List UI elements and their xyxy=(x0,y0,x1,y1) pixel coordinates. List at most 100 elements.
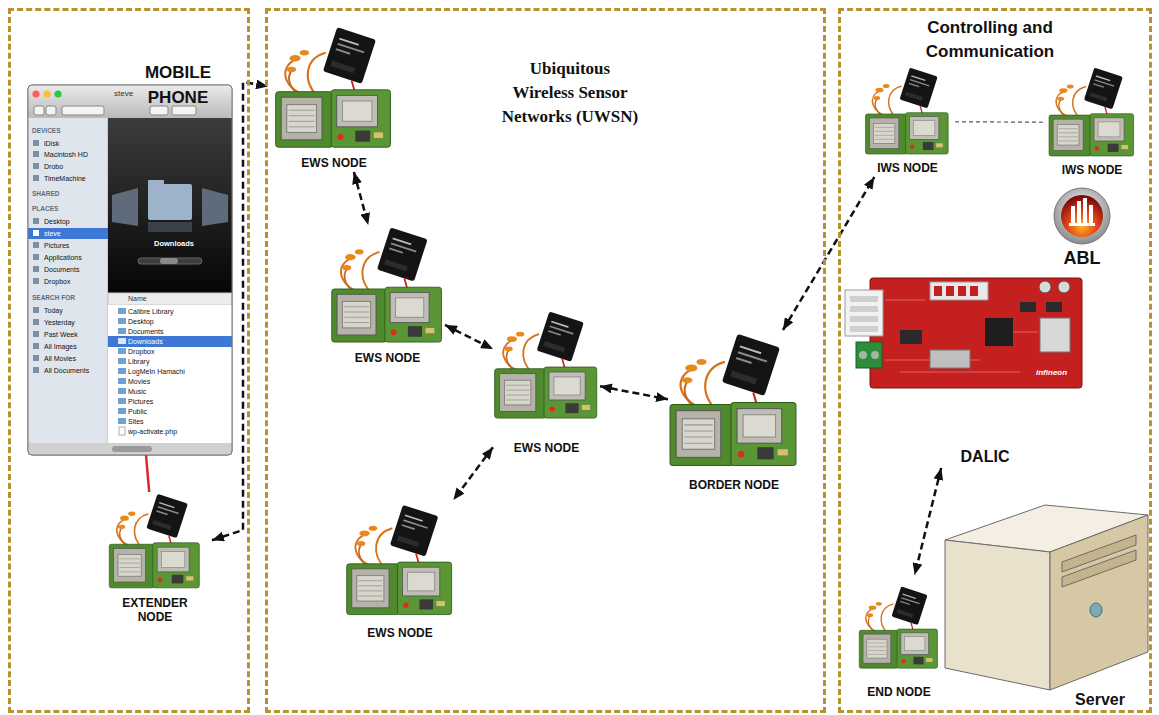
software-icon: ABL xyxy=(1050,186,1114,270)
wireless-link-arrow xyxy=(783,177,874,330)
dalic-board-image xyxy=(850,316,878,322)
abl-icon xyxy=(1071,206,1075,224)
node-label: IWS NODE xyxy=(1043,163,1141,177)
sensor-board-image xyxy=(276,27,391,147)
phone-screenshot xyxy=(43,90,50,97)
screen-text: All Movies xyxy=(44,354,76,363)
screen-text: Sites xyxy=(128,417,144,426)
wireless-link-arrow xyxy=(445,325,493,349)
phone-screenshot xyxy=(28,85,232,455)
dalic-board-image xyxy=(871,351,879,359)
dalic-board-image xyxy=(930,350,970,368)
dalic-board-image xyxy=(1040,318,1070,352)
phone-screenshot xyxy=(32,90,39,97)
dalic-board-image xyxy=(850,326,878,332)
screen-text: Dropbox xyxy=(128,347,154,356)
dalic-board-image xyxy=(845,278,1082,388)
region-title: MOBILE PHONE xyxy=(123,60,233,110)
node-label: EWS NODE xyxy=(330,351,445,365)
phone-screenshot xyxy=(34,106,44,115)
sensor-node: IWS NODE xyxy=(1043,66,1141,179)
screen-text: Music xyxy=(128,387,146,396)
phone-screenshot xyxy=(33,140,39,373)
wireless-link-arrow xyxy=(915,468,942,575)
node-label: EWS NODE xyxy=(493,441,600,455)
screen-text: SHARED xyxy=(32,189,59,198)
region-panel: EWS NODE EWS NODE EWS NODE BORDER NODE EWS N… xyxy=(265,8,826,713)
screen-text: Public xyxy=(128,407,147,416)
screen-text: steve xyxy=(114,89,133,98)
dalic-board-image xyxy=(946,286,954,296)
sensor-board-image xyxy=(670,334,796,466)
dalic-board-image xyxy=(856,342,882,368)
end-node: END NODE xyxy=(858,575,940,701)
screen-text: Desktop xyxy=(44,217,70,226)
phone-screenshot xyxy=(28,85,232,455)
phone-screenshot xyxy=(138,258,202,264)
abl-icon xyxy=(1054,188,1110,244)
screen-text: Documents xyxy=(128,327,163,336)
border-node: BORDER NODE xyxy=(668,330,800,494)
dalic-board-image xyxy=(859,351,867,359)
screen-text: Applications xyxy=(44,253,82,262)
screen-text: wp-activate.php xyxy=(128,427,177,436)
screen-text: SEARCH FOR xyxy=(32,293,75,302)
sensor-node: EWS NODE xyxy=(345,500,455,642)
phone-screenshot xyxy=(112,188,138,226)
screen-text: steve xyxy=(44,229,61,238)
sensor-board-image xyxy=(1049,68,1134,156)
screen-text: Name xyxy=(128,294,147,303)
phone-screenshot xyxy=(118,308,126,424)
wireless-link-arrow xyxy=(354,172,368,225)
abl-icon xyxy=(1083,198,1087,224)
sensor-board-image xyxy=(347,505,452,615)
screen-text: LogMeIn Hamachi xyxy=(128,367,185,376)
phone-screenshot xyxy=(202,188,228,226)
node-label: END NODE xyxy=(858,685,940,699)
abl-icon xyxy=(1061,195,1103,237)
dalic-board-image xyxy=(1039,281,1051,293)
phone-screenshot xyxy=(108,305,232,443)
dalic-board-image xyxy=(850,306,878,312)
link-line xyxy=(955,121,1043,123)
screen-text: Today xyxy=(44,306,63,315)
sensor-node: EWS NODE xyxy=(493,295,600,457)
phone-screenshot xyxy=(108,293,232,305)
sensor-node: EWS NODE xyxy=(268,25,400,172)
sensor-board-image xyxy=(866,68,949,154)
node-label: Server xyxy=(1060,690,1140,709)
abl-icon xyxy=(1089,205,1093,224)
server-image xyxy=(1090,603,1102,617)
screen-text: Desktop xyxy=(128,317,154,326)
dalic-board-image xyxy=(870,278,1082,388)
sensor-node: EWS NODE xyxy=(330,225,445,367)
connector-group xyxy=(146,82,1043,575)
sensor-board-image xyxy=(332,227,442,342)
phone-screenshot xyxy=(112,446,152,452)
dalic-board-image xyxy=(1058,281,1070,293)
phone-screenshot xyxy=(148,184,192,220)
phone-screenshot xyxy=(108,118,232,293)
dalic-board-image xyxy=(850,296,878,302)
node-label: EWS NODE xyxy=(345,626,455,640)
screen-text: Pictures xyxy=(128,397,153,406)
screen-text: Drobo xyxy=(44,162,63,171)
region-panel: IWS NODEIWS NODEABLDALICEND NODEServerCo… xyxy=(838,8,1152,713)
node-label: ABL xyxy=(1050,248,1114,268)
server-image xyxy=(945,540,1050,690)
phone-screenshot xyxy=(28,443,232,455)
extender-node: EXTENDER NODE xyxy=(98,492,212,626)
phone-screenshot xyxy=(108,336,232,347)
screen-text: DEVICES xyxy=(32,126,61,135)
node-label: DALIC xyxy=(945,447,1025,466)
screen-text: Pictures xyxy=(44,241,69,250)
server: Server xyxy=(935,500,1150,711)
dalic-board-image xyxy=(900,330,922,344)
screen-text: Macintosh HD xyxy=(44,150,88,159)
screen-text: Movies xyxy=(128,377,150,386)
dalic-board-image xyxy=(958,286,966,296)
phone-screenshot xyxy=(28,228,108,239)
phone-screenshot xyxy=(33,230,39,236)
dalic-board-image xyxy=(930,282,988,300)
